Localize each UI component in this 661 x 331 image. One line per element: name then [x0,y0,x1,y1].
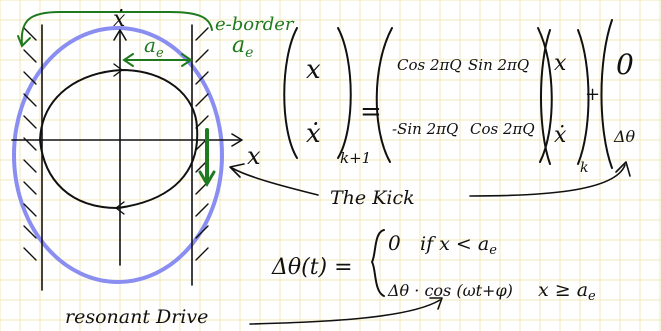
hatch-mark [23,225,37,239]
lhs-vector-right-paren [337,27,352,159]
lhs-vector-bottom: ẋ [306,119,321,149]
hatch-mark [195,49,209,63]
state-vector-bottom: ẋ [554,123,567,148]
x-axis-arrowhead [231,133,243,147]
hatch-mark [23,137,37,151]
ae-width-label: ae [144,33,164,61]
lhs-vector-left-paren [283,27,298,159]
the-kick-arrow-left-head [229,163,245,178]
right-border-hatching [195,27,209,261]
left-border-hatching [23,27,37,261]
e-border-label: e-border [215,14,295,35]
state-vector-subscript: k [580,160,588,176]
x-axis-label: x [247,142,261,170]
kick-vector-top: 0 [616,48,634,81]
the-kick-label: The Kick [330,187,415,209]
hatch-mark [23,27,37,41]
e-border-green-pointer [17,35,31,48]
state-vector-right-paren [577,29,590,165]
hatch-mark [195,225,209,239]
delta-theta-equation: Δθ(t) = 0 if x < ae Δθ · cos (ωt+φ) x ≥ … [271,229,596,304]
case1-condition: if x < ae [420,233,497,258]
case2-condition: x ≥ ae [538,279,596,304]
hatch-mark [195,203,209,217]
resonant-drive-label: resonant Drive [65,306,208,328]
hatch-mark [195,93,209,107]
case1-value: 0 [388,231,401,255]
lhs-subscript: k+1 [340,149,371,167]
matrix-left-paren [375,27,393,163]
black-phase-curve [39,69,199,209]
kick-green-arrowhead [198,170,216,187]
hatch-mark [23,247,37,261]
the-kick-arrow-right-head [615,161,631,177]
hatch-mark [195,247,209,261]
kick-vector-bottom: Δθ [613,127,636,146]
plus-sign: + [585,84,600,105]
ae-width-arrowhead-left [122,53,134,67]
hatch-mark [195,27,209,41]
e-border-green-brace [20,11,213,46]
hatch-mark [195,115,209,129]
hatch-mark [23,49,37,63]
case2-value: Δθ · cos (ωt+φ) [387,281,513,300]
hatch-mark [195,71,209,85]
the-kick-arrow-right [469,164,626,197]
xdot-axis-arrowhead [113,29,127,41]
matrix-right-paren [537,27,553,163]
state-vector-left-paren [540,29,551,165]
resonant-drive-arrow [249,299,441,325]
delta-theta-lhs: Δθ(t) = [271,255,353,280]
state-vector-top: x [554,51,567,76]
matrix-m22: Cos 2πQ [470,120,535,138]
matrix-equation: x ẋ k+1 = Cos 2πQ Sin 2πQ -Sin 2πQ Cos 2… [283,19,636,176]
hatch-mark [23,181,37,195]
matrix-m11: Cos 2πQ [397,56,462,74]
hatch-mark [23,115,37,129]
hatch-mark [23,159,37,173]
the-kick-annotation: The Kick [229,161,631,209]
curve-arrow-bottom [115,201,125,215]
xdot-axis-label: ẋ [113,7,126,32]
hatch-mark [23,203,37,217]
hatch-mark [23,71,37,85]
blue-ellipse [12,26,224,284]
resonant-drive-annotation: resonant Drive [65,297,443,328]
phase-space-diagram: ẋ x e-border ae ae [11,7,295,291]
matrix-m12: Sin 2πQ [468,56,529,74]
lhs-vector-top: x [306,55,321,85]
kick-vector-left-paren [600,19,613,169]
matrix-m21: -Sin 2πQ [392,120,458,138]
piecewise-brace [371,229,385,297]
ae-width-arrowhead-right [181,53,193,67]
resonant-drive-arrowhead [429,297,443,310]
ae-border-label: ae [232,33,253,61]
curve-arrow-top [113,63,123,77]
the-kick-arrow-left [231,167,319,196]
hatch-mark [23,93,37,107]
